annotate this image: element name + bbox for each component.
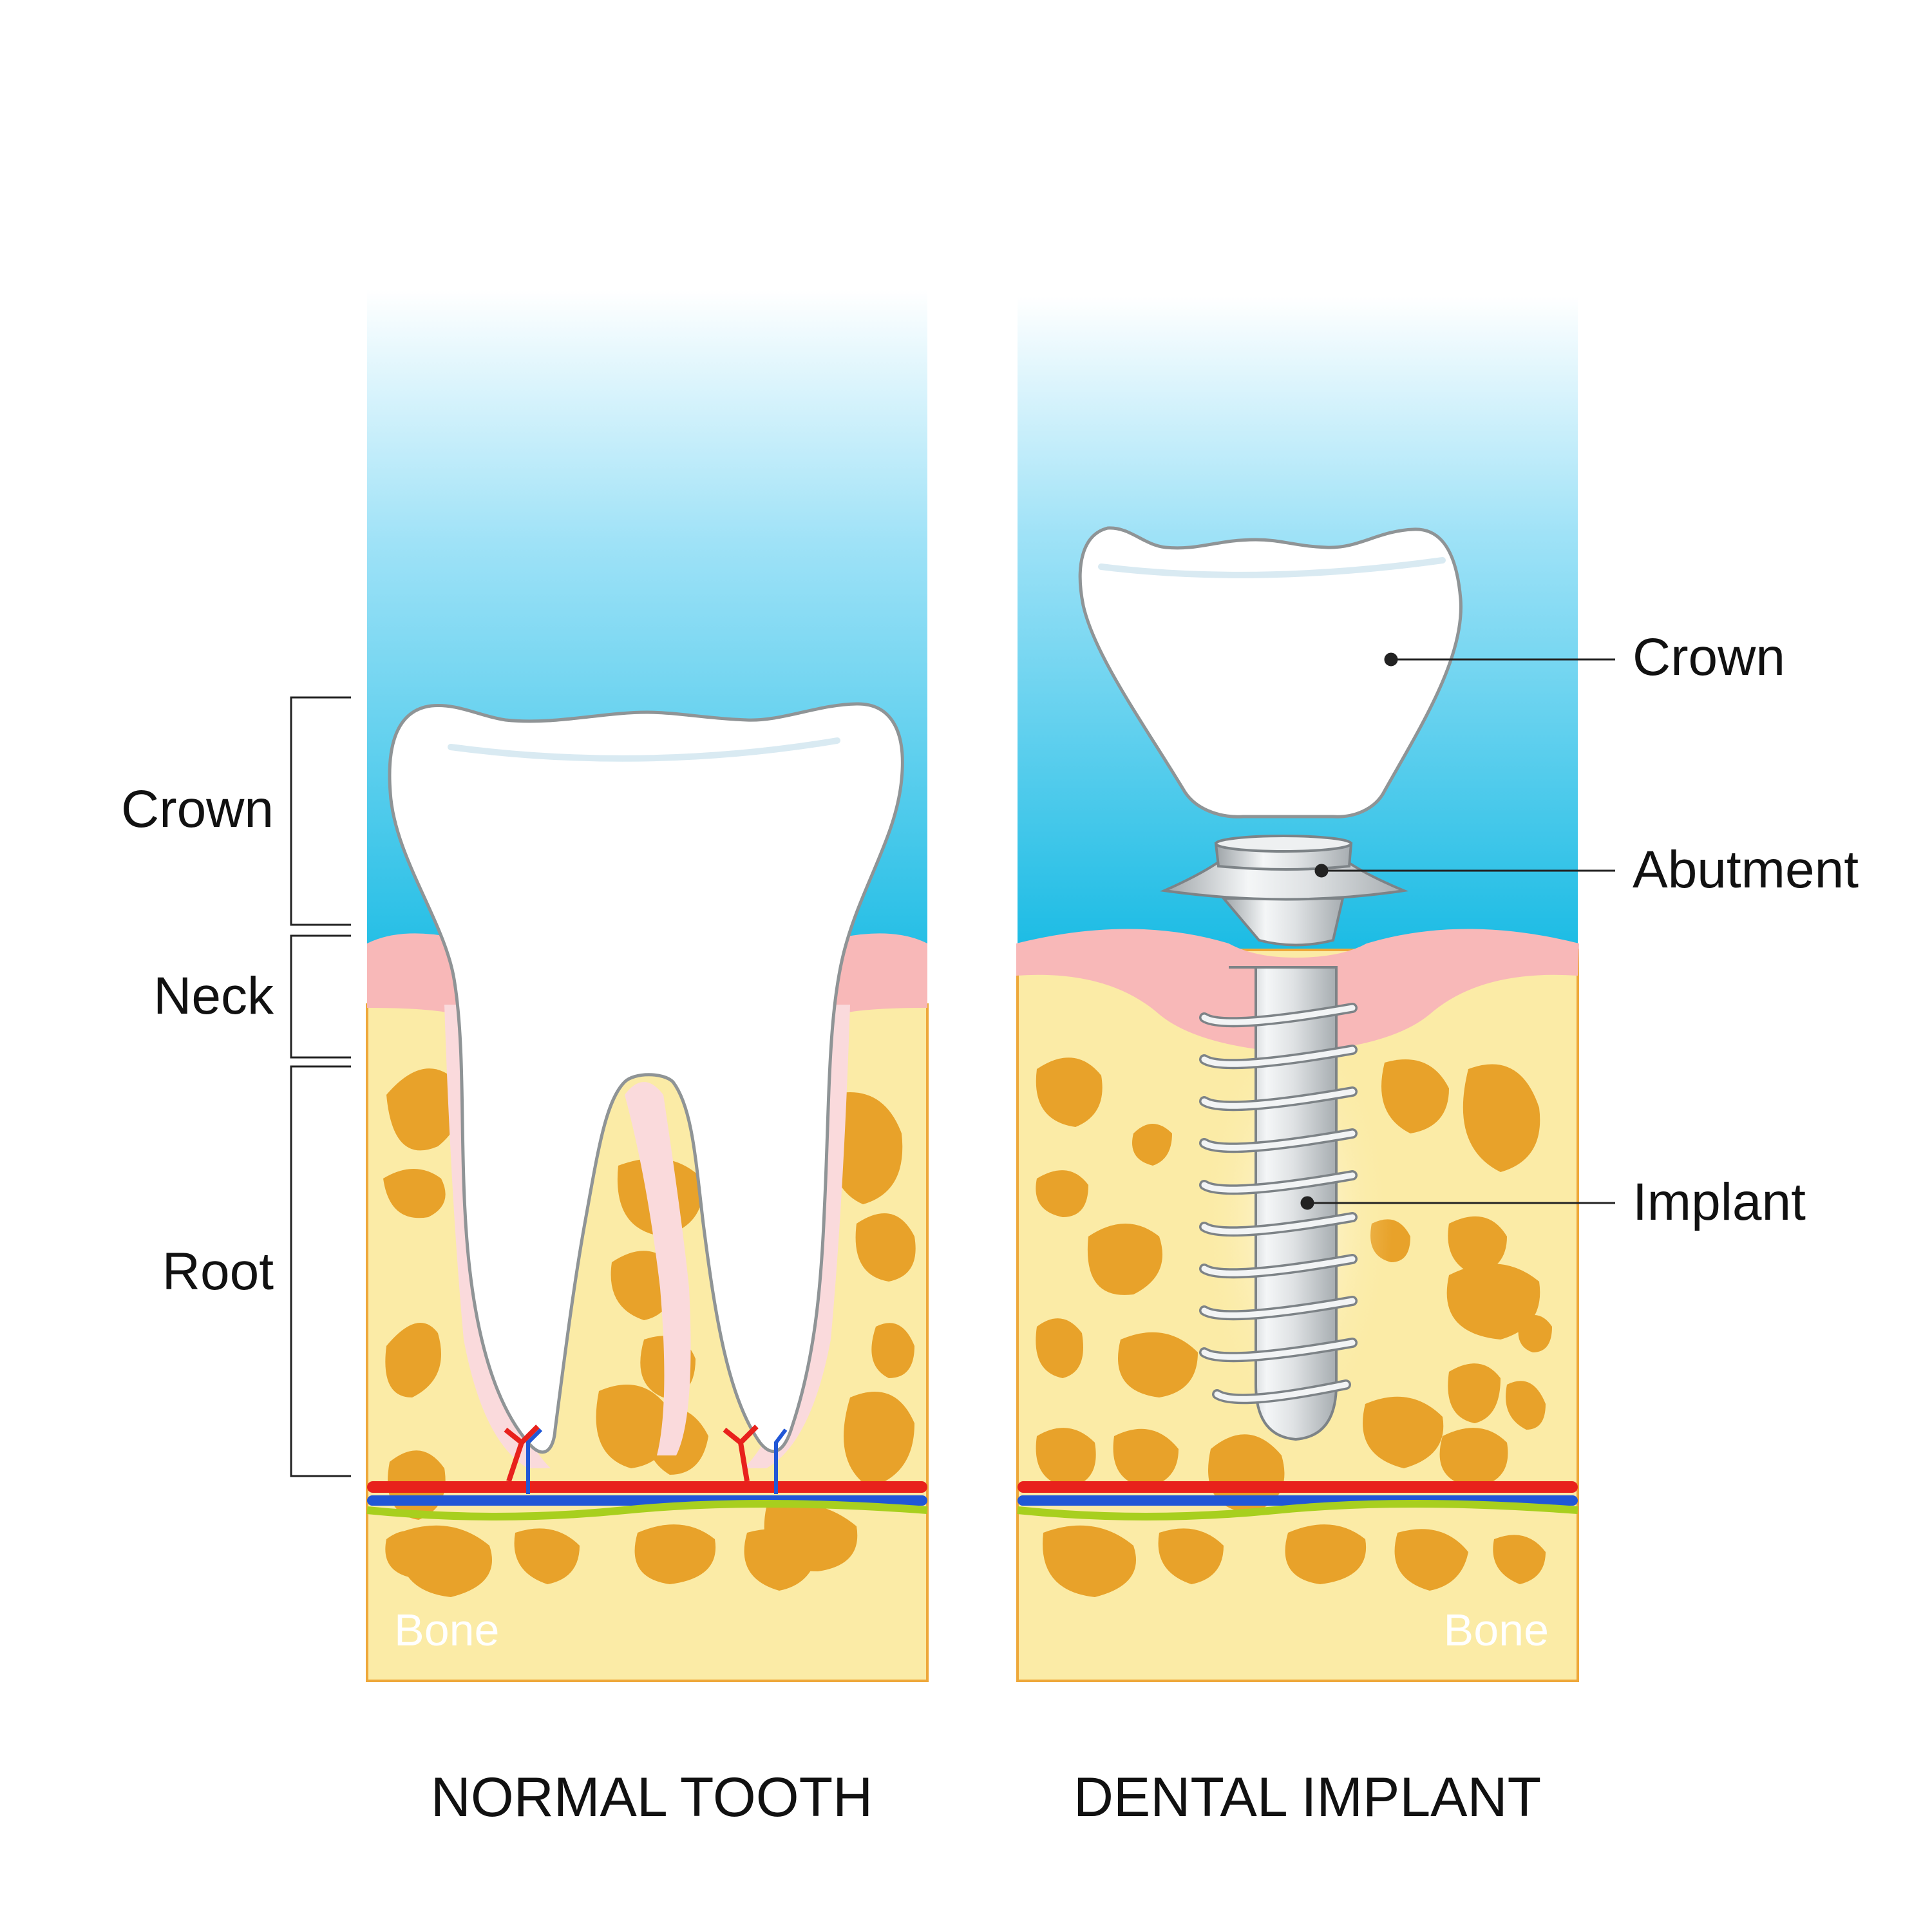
bone-cavity: [1036, 1318, 1083, 1378]
bone-cavity: [1087, 1224, 1162, 1295]
normal-tooth-panel: Bone Crown Neck Root NORMAL TOOTH: [121, 290, 929, 1828]
normal-tooth-brackets: [290, 696, 351, 1477]
bone-cavity: [1043, 1525, 1136, 1597]
bone-cavity: [1381, 1059, 1449, 1133]
root-vessel: [774, 1428, 788, 1494]
abutment-pointer-dot: [1314, 864, 1329, 878]
bone-cavity: [399, 1525, 492, 1597]
tooth-highlight: [448, 737, 840, 762]
nerve: [1017, 1500, 1578, 1520]
bone-block: [1016, 949, 1579, 1682]
bone-cavity: [1113, 1428, 1179, 1488]
abutment-label: Abutment: [1633, 840, 1859, 899]
root-vessel: [526, 1428, 543, 1494]
abutment: [1159, 835, 1409, 947]
bone-cavity: [634, 1524, 716, 1584]
implant-threads-highlight: [1201, 1005, 1356, 1402]
crown-bracket: [290, 696, 351, 926]
implant-crown: [1078, 526, 1463, 819]
crown-pointer-dot: [1384, 652, 1398, 667]
implant-fixture: [1199, 966, 1358, 1441]
abutment-lower: [1220, 897, 1345, 947]
bone-cavity: [383, 1169, 446, 1218]
bone-cavity: [1036, 1057, 1103, 1127]
periodontal-ligament: [444, 1005, 850, 1468]
bone-cavity: [828, 1092, 903, 1204]
blood-vessels: [1017, 1481, 1578, 1520]
bone-cavity: [386, 1068, 461, 1151]
crown-label: Crown: [1633, 628, 1785, 687]
root-vessel: [504, 1425, 540, 1482]
implant-pointer-dot: [1300, 1196, 1314, 1210]
bone-cavity: [514, 1528, 580, 1584]
bone-cavity: [1446, 1264, 1540, 1340]
bone-cavity: [871, 1323, 914, 1378]
root-vessel: [723, 1425, 759, 1482]
implant-label: Implant: [1633, 1173, 1806, 1231]
abutment-top: [1215, 835, 1352, 853]
natural-tooth: [388, 702, 904, 1454]
bone-cavity: [1506, 1381, 1546, 1430]
implant-leader-lines: [1300, 652, 1615, 1210]
crown-label: Crown: [121, 780, 274, 838]
bone-cavity: [1518, 1315, 1552, 1352]
bone-cavity: [855, 1213, 916, 1282]
neck-label: Neck: [153, 967, 274, 1025]
bone-cavity: [1394, 1529, 1468, 1591]
bone-label: Bone: [1444, 1605, 1549, 1655]
dental-implant-panel: Bone Crown Abutment Implant DENTAL IMPLA…: [1016, 296, 1859, 1828]
bone-cavity: [1158, 1528, 1224, 1584]
nerve: [366, 1500, 928, 1520]
dental-implant-caption: DENTAL IMPLANT: [1074, 1766, 1541, 1828]
bone-cavity: [844, 1392, 914, 1488]
blood-vessels: [366, 1425, 928, 1520]
normal-tooth-caption: NORMAL TOOTH: [431, 1766, 873, 1828]
root-label: Root: [162, 1242, 274, 1301]
bone-cavity: [1208, 1434, 1285, 1513]
artery: [1018, 1481, 1578, 1493]
bone-cavity: [1118, 1332, 1198, 1397]
bone-cavity: [1439, 1428, 1508, 1488]
bone-cavity: [1463, 1064, 1540, 1172]
neck-bracket: [290, 934, 351, 1059]
bone-cavity: [744, 1529, 818, 1591]
bone-cavity: [1448, 1363, 1501, 1423]
bone-label: Bone: [394, 1605, 499, 1655]
bone-cavity: [1285, 1524, 1367, 1584]
crown-highlight: [1098, 557, 1446, 578]
bone-cavity: [1448, 1216, 1507, 1275]
bone-cavity: [1036, 1170, 1088, 1217]
bone-cavity: [1036, 1428, 1096, 1488]
bone-cavity: [1493, 1535, 1546, 1584]
bone-cavity: [385, 1323, 441, 1397]
root-bracket: [290, 1065, 351, 1477]
artery: [367, 1481, 927, 1493]
bone-cavity: [1363, 1396, 1444, 1468]
bone-cavity: [1132, 1124, 1172, 1166]
abutment-flange: [1159, 862, 1409, 901]
